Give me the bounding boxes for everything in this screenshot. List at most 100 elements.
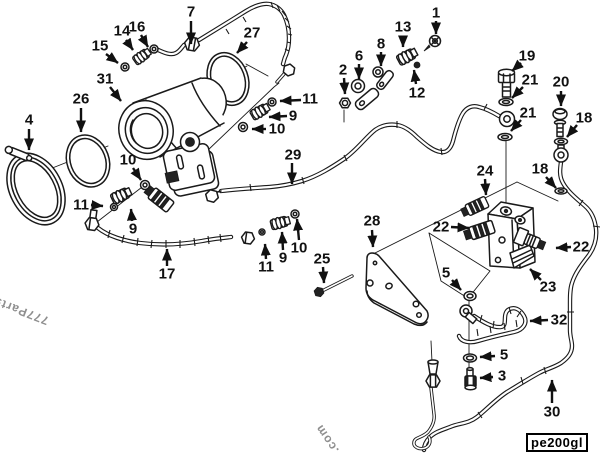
drain-tube <box>412 359 441 451</box>
clamp-6 <box>350 78 380 111</box>
callout-3[interactable]: 3 <box>479 368 506 385</box>
callout-31[interactable]: 31 <box>97 71 122 102</box>
fuel-tube-29 <box>218 103 516 194</box>
svg-text:13: 13 <box>395 19 412 36</box>
clamp-8 <box>372 66 394 91</box>
sensor-24 <box>459 195 490 219</box>
bolt-20 <box>552 107 568 138</box>
v-band-clamp <box>4 145 66 226</box>
callout-10[interactable]: 10 <box>291 218 308 257</box>
pump-assembly <box>142 131 222 214</box>
callout-29[interactable]: 29 <box>285 147 302 185</box>
svg-text:14: 14 <box>114 23 131 40</box>
svg-text:16: 16 <box>129 19 146 36</box>
callout-9[interactable]: 9 <box>268 108 297 125</box>
sealing-washer-21 <box>498 97 514 107</box>
svg-text:5: 5 <box>442 265 450 282</box>
callout-26[interactable]: 26 <box>73 91 90 133</box>
callout-28[interactable]: 28 <box>364 213 381 248</box>
screw-1 <box>423 34 442 52</box>
hose-elbow-fitting <box>84 208 100 232</box>
callout-5[interactable]: 5 <box>479 347 508 364</box>
callout-12[interactable]: 12 <box>409 69 426 102</box>
tube-elbow-nut <box>282 63 296 77</box>
callout-21[interactable]: 21 <box>510 105 536 132</box>
plug-3 <box>464 366 477 391</box>
callout-1[interactable]: 1 <box>431 5 441 35</box>
callout-2[interactable]: 2 <box>339 62 350 95</box>
svg-text:9: 9 <box>289 108 297 125</box>
svg-text:9: 9 <box>279 250 287 267</box>
fitting-9 <box>248 101 272 122</box>
svg-text:18: 18 <box>532 161 549 178</box>
callout-21[interactable]: 21 <box>511 72 538 99</box>
callout-8[interactable]: 8 <box>376 36 386 67</box>
drain-tube-nut <box>425 374 441 388</box>
svg-text:2: 2 <box>339 62 347 79</box>
o-ring-5 <box>462 353 478 363</box>
callout-14[interactable]: 14 <box>114 23 134 51</box>
callout-10[interactable]: 10 <box>251 121 286 138</box>
callout-15[interactable]: 15 <box>92 38 119 64</box>
valve-foot-23 <box>509 244 535 269</box>
svg-text:5: 5 <box>500 347 508 364</box>
callout-19[interactable]: 19 <box>511 48 535 72</box>
sealing-washer-21 <box>497 132 513 142</box>
return-tube-30 <box>421 159 600 453</box>
svg-text:11: 11 <box>302 91 318 108</box>
callout-27[interactable]: 27 <box>236 25 260 54</box>
callout-32[interactable]: 32 <box>529 312 567 329</box>
svg-text:31: 31 <box>97 71 114 88</box>
nut-2 <box>338 97 352 109</box>
valve-block-assembly <box>459 195 547 269</box>
svg-text:17: 17 <box>159 266 176 283</box>
diagram-code-label: pe200gl <box>526 433 588 452</box>
callout-7[interactable]: 7 <box>186 4 196 45</box>
clamp-t-bolt <box>4 145 33 162</box>
callout-11[interactable]: 11 <box>279 91 318 108</box>
svg-text:8: 8 <box>377 36 385 53</box>
svg-text:18: 18 <box>576 110 593 127</box>
callout-13[interactable]: 13 <box>395 19 412 48</box>
callout-10[interactable]: 10 <box>120 152 142 181</box>
callout-4[interactable]: 4 <box>24 112 34 151</box>
housing-cylinder <box>118 77 227 161</box>
o-ring-5 <box>463 290 477 302</box>
callout-25[interactable]: 25 <box>314 251 331 284</box>
callout-18[interactable]: 18 <box>532 161 557 189</box>
tube-elbow-fitting <box>553 144 569 163</box>
sensor-22-right <box>512 226 547 251</box>
washer-18 <box>553 137 569 146</box>
jumper-hose-32 <box>456 304 528 345</box>
callout-22[interactable]: 22 <box>433 219 470 236</box>
svg-text:10: 10 <box>291 240 308 257</box>
callout-6[interactable]: 6 <box>354 48 364 80</box>
callout-23[interactable]: 23 <box>529 268 556 296</box>
callout-24[interactable]: 24 <box>477 163 494 196</box>
fitting-9 <box>269 214 292 232</box>
callout-30[interactable]: 30 <box>544 379 561 421</box>
callout-17[interactable]: 17 <box>159 248 176 283</box>
callout-20[interactable]: 20 <box>553 74 570 107</box>
callout-16[interactable]: 16 <box>129 19 150 48</box>
callout-5[interactable]: 5 <box>442 265 462 291</box>
callout-11[interactable]: 11 <box>73 197 104 214</box>
banjo-bolt-19 <box>497 68 516 98</box>
pump-elbow-nut <box>204 188 220 204</box>
svg-text:26: 26 <box>73 91 90 108</box>
callout-18[interactable]: 18 <box>566 110 593 138</box>
callout-9[interactable]: 9 <box>277 231 288 267</box>
svg-text:3: 3 <box>498 368 506 385</box>
svg-text:28: 28 <box>364 213 381 230</box>
svg-text:15: 15 <box>92 38 109 55</box>
o-ring-26 <box>65 134 111 188</box>
svg-text:10: 10 <box>269 121 286 138</box>
svg-text:30: 30 <box>544 404 561 421</box>
callout-11[interactable]: 11 <box>258 243 274 276</box>
bolt-25 <box>313 274 354 298</box>
callout-9[interactable]: 9 <box>126 208 137 238</box>
ball-12 <box>413 61 421 69</box>
mounting-bracket-28 <box>365 252 429 327</box>
callout-22[interactable]: 22 <box>555 239 589 256</box>
